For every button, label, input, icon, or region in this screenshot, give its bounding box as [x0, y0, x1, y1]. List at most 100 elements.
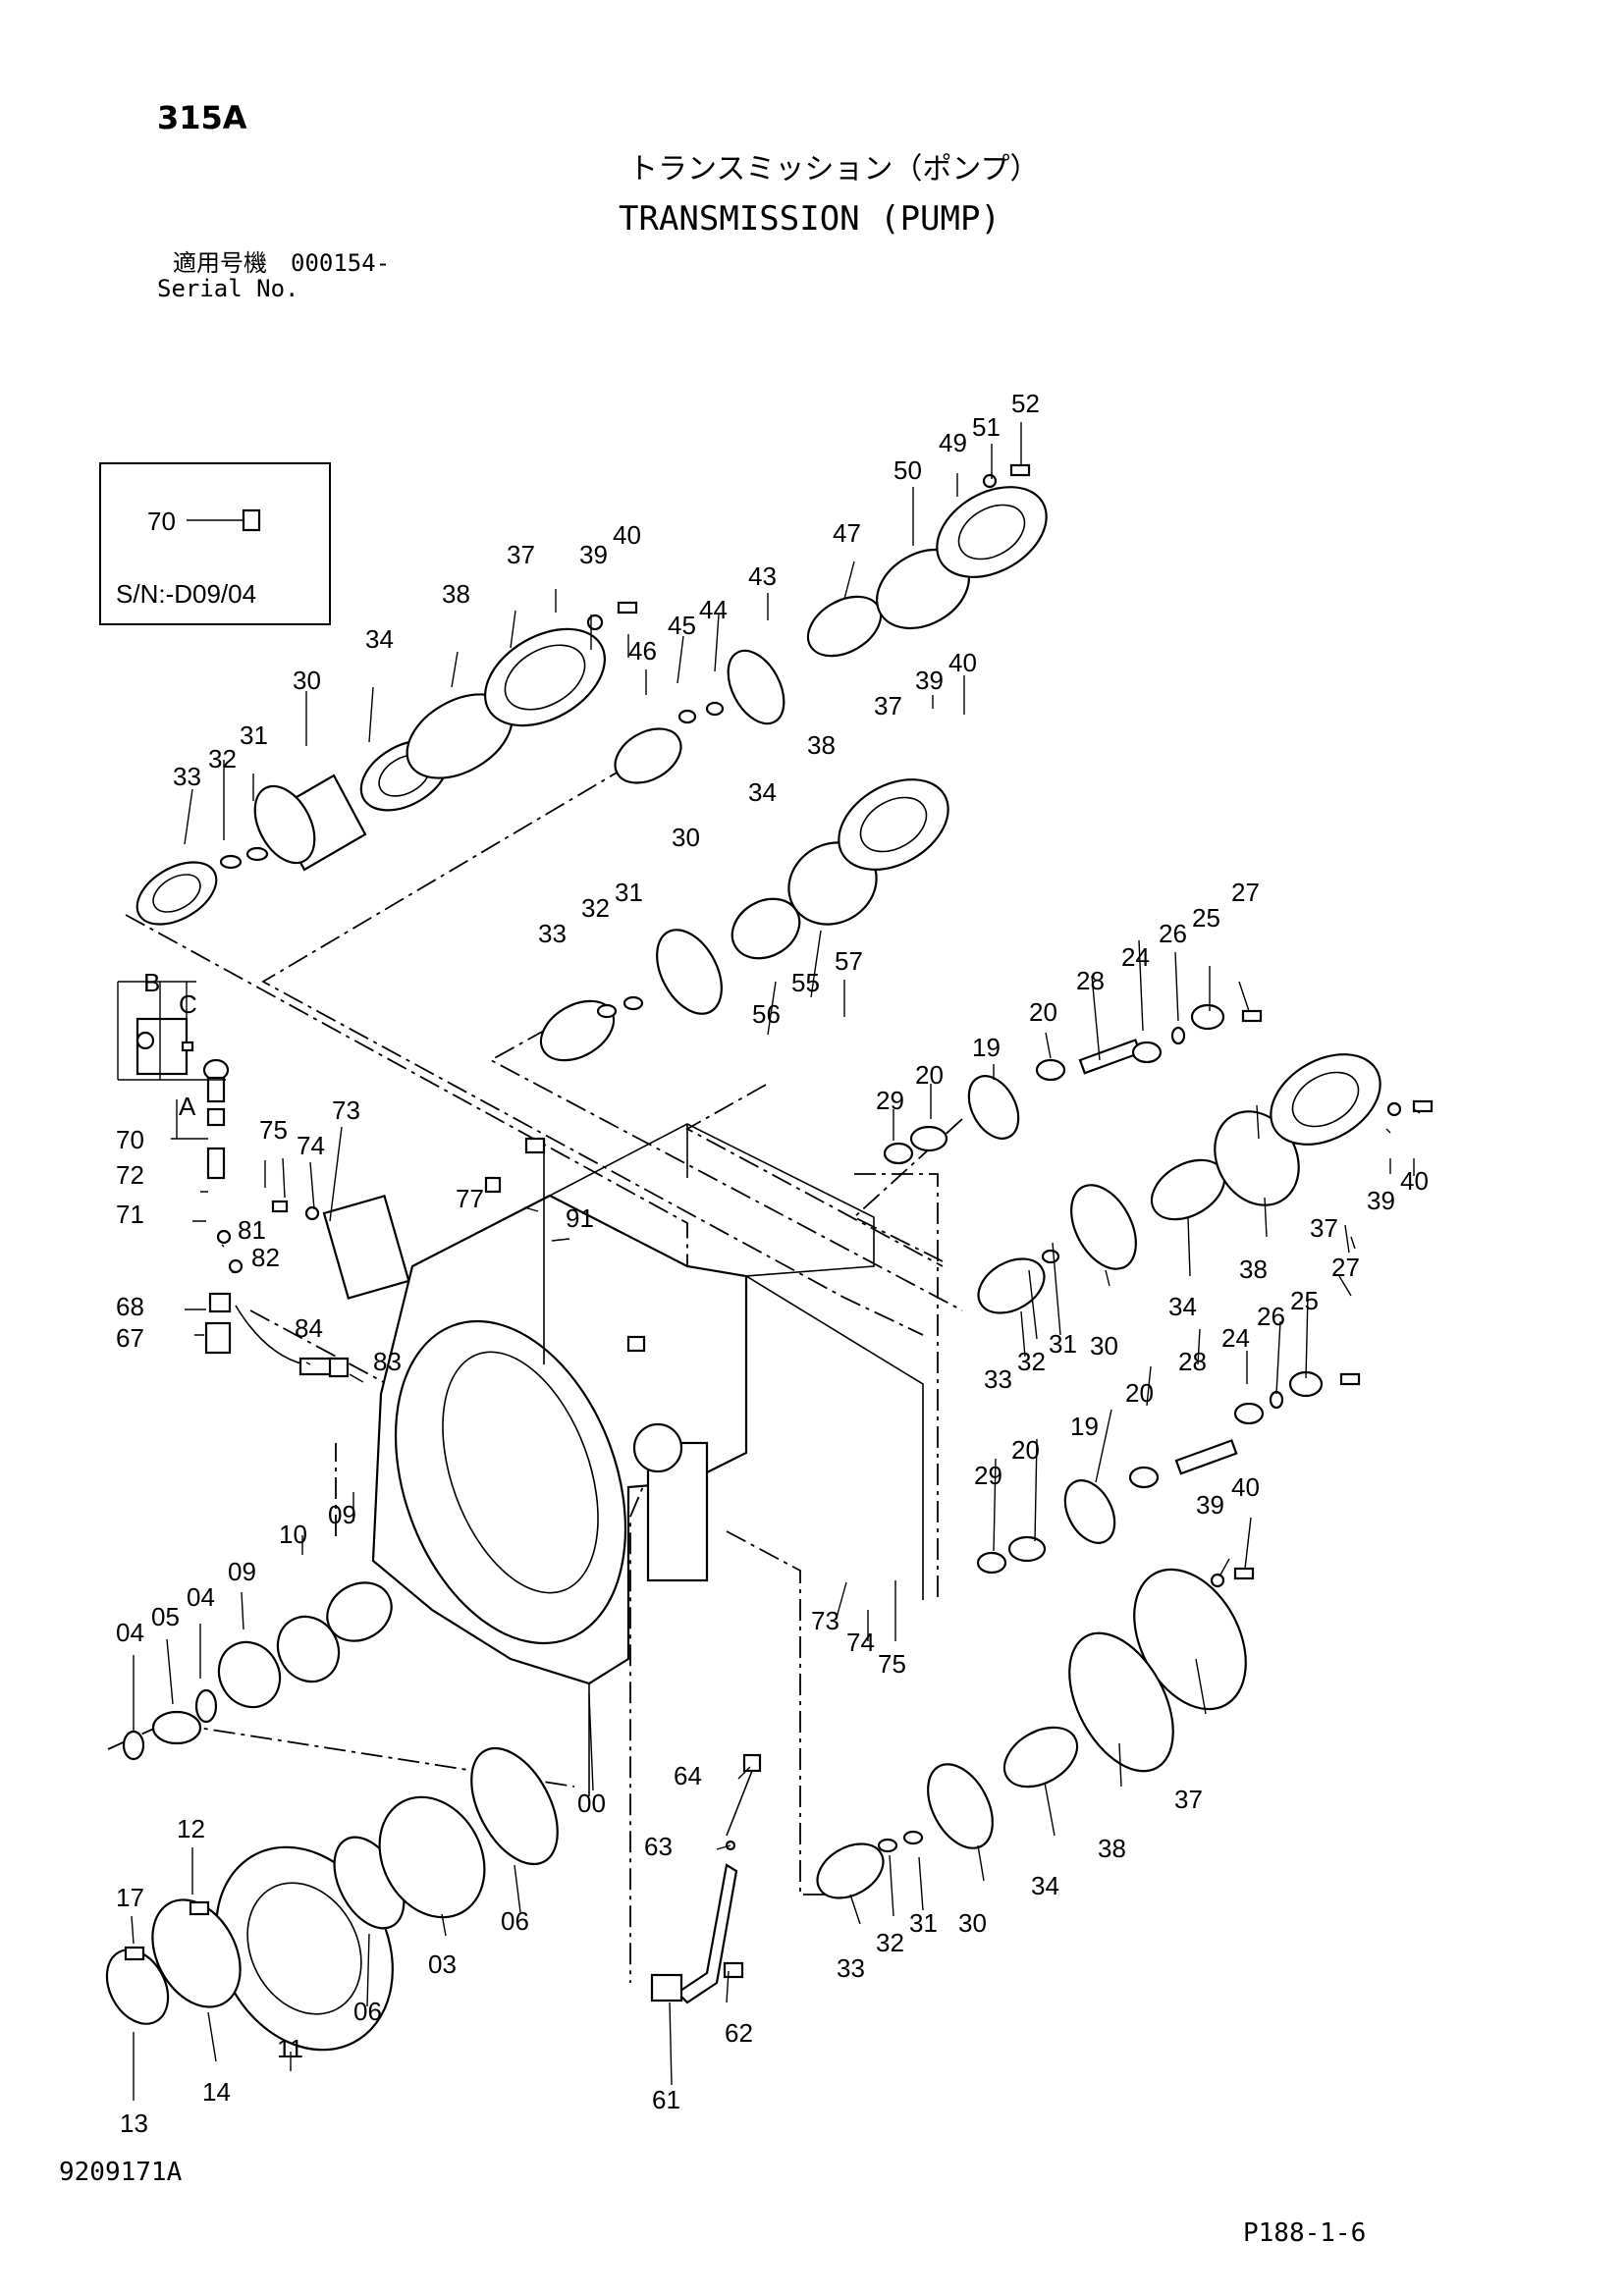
inset-part-label: 70: [147, 507, 176, 536]
label-40-a: 40: [613, 520, 641, 550]
label-67: 67: [116, 1323, 144, 1353]
drawing-number: 9209171A: [59, 2158, 183, 2187]
label-62: 62: [725, 2018, 753, 2048]
label-24-a: 24: [1121, 942, 1150, 972]
transmission-housing: [371, 1123, 924, 1796]
label-03: 03: [428, 1949, 457, 1979]
label-33-b: 33: [538, 919, 567, 948]
label-32-c: 32: [1017, 1347, 1046, 1376]
label-34-a: 34: [365, 624, 394, 654]
label-20-a: 20: [1029, 997, 1057, 1027]
label-34-b: 34: [748, 777, 777, 807]
label-72: 72: [116, 1160, 144, 1190]
label-38-c: 38: [1239, 1255, 1268, 1284]
label-43: 43: [748, 561, 777, 591]
lower-left-assembly: [105, 1581, 559, 2052]
label-12: 12: [177, 1814, 205, 1843]
label-84: 84: [295, 1313, 323, 1343]
label-19-b: 19: [1070, 1412, 1099, 1441]
serial-label-english: Serial No.: [157, 275, 299, 302]
inset-note: S/N:-D09/04: [116, 579, 256, 609]
label-11: 11: [277, 2034, 303, 2063]
label-39-d: 39: [1196, 1490, 1224, 1520]
label-10: 10: [279, 1520, 307, 1549]
label-75-b: 75: [878, 1649, 906, 1679]
label-34-d: 34: [1031, 1871, 1059, 1900]
label-75-a: 75: [259, 1115, 288, 1145]
gear-assembly-upper: [135, 601, 638, 926]
label-39-b: 39: [915, 666, 944, 695]
label-26-b: 26: [1257, 1302, 1285, 1331]
label-32-b: 32: [581, 893, 610, 923]
label-26-a: 26: [1159, 919, 1187, 948]
detail-label-a: A: [179, 1092, 196, 1121]
label-83: 83: [373, 1347, 402, 1376]
label-27-b: 27: [1331, 1253, 1360, 1282]
label-30-b: 30: [672, 823, 700, 852]
label-38-a: 38: [442, 579, 470, 609]
label-30-d: 30: [958, 1908, 987, 1938]
label-04-a: 04: [187, 1582, 215, 1612]
label-00: 00: [577, 1789, 606, 1818]
label-19-a: 19: [972, 1033, 1001, 1062]
label-09-b: 09: [228, 1557, 256, 1586]
label-49: 49: [939, 428, 967, 457]
label-47: 47: [833, 518, 861, 548]
label-14: 14: [202, 2077, 231, 2107]
label-57: 57: [835, 946, 863, 976]
label-17: 17: [116, 1883, 144, 1912]
part-labels: 52 51 49 50 47 43 44 45 46 40 39 37 38 3…: [116, 389, 1429, 2138]
label-74-a: 74: [297, 1131, 325, 1160]
label-70: 70: [116, 1125, 144, 1154]
label-51: 51: [972, 412, 1001, 442]
label-74-b: 74: [846, 1628, 875, 1657]
label-29-b: 29: [974, 1461, 1002, 1490]
label-29-a: 29: [876, 1086, 904, 1115]
label-31-a: 31: [240, 721, 268, 750]
label-37-b: 37: [874, 691, 902, 721]
leader-lines: [117, 422, 1421, 2101]
label-06-b: 06: [501, 1906, 529, 1936]
label-38-d: 38: [1098, 1834, 1126, 1863]
label-33-c: 33: [984, 1364, 1012, 1394]
label-04-b: 04: [116, 1618, 144, 1647]
label-64: 64: [674, 1761, 702, 1790]
label-45: 45: [668, 611, 696, 640]
label-71: 71: [116, 1200, 144, 1229]
left-fittings: [135, 1017, 546, 1378]
label-32-a: 32: [208, 744, 237, 774]
label-33-a: 33: [173, 762, 201, 791]
title-english: TRANSMISSION (PUMP): [619, 199, 1001, 239]
label-28-b: 28: [1178, 1347, 1207, 1376]
label-20-c: 20: [1125, 1378, 1154, 1408]
label-37-a: 37: [507, 540, 535, 569]
label-30-c: 30: [1090, 1331, 1118, 1361]
label-33-d: 33: [837, 1953, 865, 1983]
label-31-c: 31: [1049, 1329, 1077, 1359]
label-73-b: 73: [811, 1606, 839, 1635]
label-06-a: 06: [353, 1997, 382, 2026]
label-27-a: 27: [1231, 878, 1260, 907]
plug-icon: [242, 508, 261, 532]
label-77: 77: [456, 1184, 484, 1213]
label-91: 91: [566, 1203, 594, 1233]
detail-label-c: C: [179, 989, 197, 1019]
label-50: 50: [893, 455, 922, 485]
dipstick-assembly: [650, 1753, 762, 2004]
label-82: 82: [251, 1243, 280, 1272]
label-39-c: 39: [1367, 1186, 1395, 1215]
label-39-a: 39: [579, 540, 608, 569]
gear-assembly-middle: [539, 778, 949, 1062]
label-05: 05: [151, 1602, 180, 1631]
gear-assembly-top-right: [614, 463, 1048, 784]
label-73-a: 73: [332, 1095, 360, 1125]
label-20-d: 20: [1011, 1435, 1040, 1465]
label-20-b: 20: [915, 1060, 944, 1090]
label-28-a: 28: [1076, 966, 1105, 995]
label-37-d: 37: [1174, 1785, 1203, 1814]
label-38-b: 38: [807, 730, 836, 760]
label-30-a: 30: [293, 666, 321, 695]
label-44: 44: [699, 595, 728, 624]
page-number: P188-1-6: [1243, 2218, 1367, 2248]
